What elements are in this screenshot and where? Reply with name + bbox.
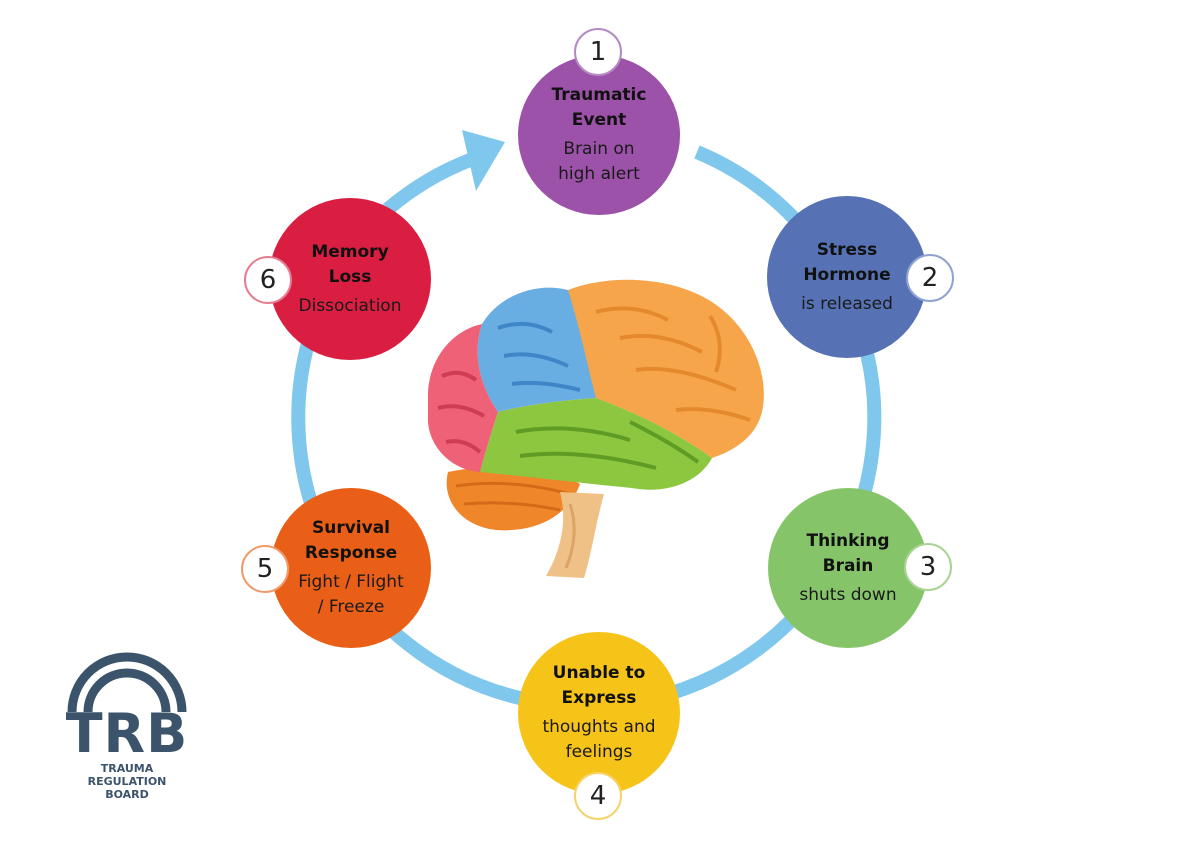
step-4-circle: Unable to Express thoughts and feelings — [518, 632, 680, 794]
step-description: is released — [801, 293, 893, 314]
step-6-number-badge: 6 — [244, 256, 292, 304]
step-3-number-badge: 3 — [904, 543, 952, 591]
step-5-circle: Survival Response Fight / Flight / Freez… — [271, 488, 431, 648]
rainbow-arch-icon — [67, 652, 187, 713]
brain-illustration-icon — [428, 279, 764, 578]
step-description: thoughts and feelings — [542, 717, 656, 762]
step-description: Fight / Flight / Freeze — [298, 572, 404, 617]
step-3-circle: Thinking Brain shuts down — [768, 488, 928, 648]
logo-line-1: TRAUMA — [100, 762, 154, 775]
step-title: Memory Loss — [311, 241, 389, 287]
step-title: Survival Response — [304, 518, 398, 563]
ring-arc-start — [383, 153, 473, 215]
step-title: Thinking Brain — [806, 530, 890, 576]
step-title: Traumatic Event — [551, 85, 647, 130]
logo-letters: TRB — [65, 702, 189, 765]
step-2-number-badge: 2 — [906, 254, 954, 302]
logo-line-2: REGULATION — [87, 775, 167, 788]
step-description: shuts down — [799, 584, 897, 605]
step-description: Dissociation — [298, 295, 402, 316]
step-2-circle: Stress Hormone is released — [767, 196, 927, 358]
cycle-arrowhead-icon — [462, 130, 505, 191]
step-5-number-badge: 5 — [241, 545, 289, 593]
trb-logo: TRB TRAUMA REGULATION BOARD — [60, 648, 200, 808]
step-title: Stress Hormone — [803, 239, 891, 285]
step-description: Brain on high alert — [558, 139, 640, 184]
step-4-number-badge: 4 — [574, 772, 622, 820]
step-6-circle: Memory Loss Dissociation — [269, 198, 431, 360]
step-title: Unable to Express — [552, 663, 646, 708]
logo-line-3: BOARD — [105, 788, 149, 801]
step-1-number-badge: 1 — [574, 28, 622, 76]
step-1-circle: Traumatic Event Brain on high alert — [518, 55, 680, 215]
